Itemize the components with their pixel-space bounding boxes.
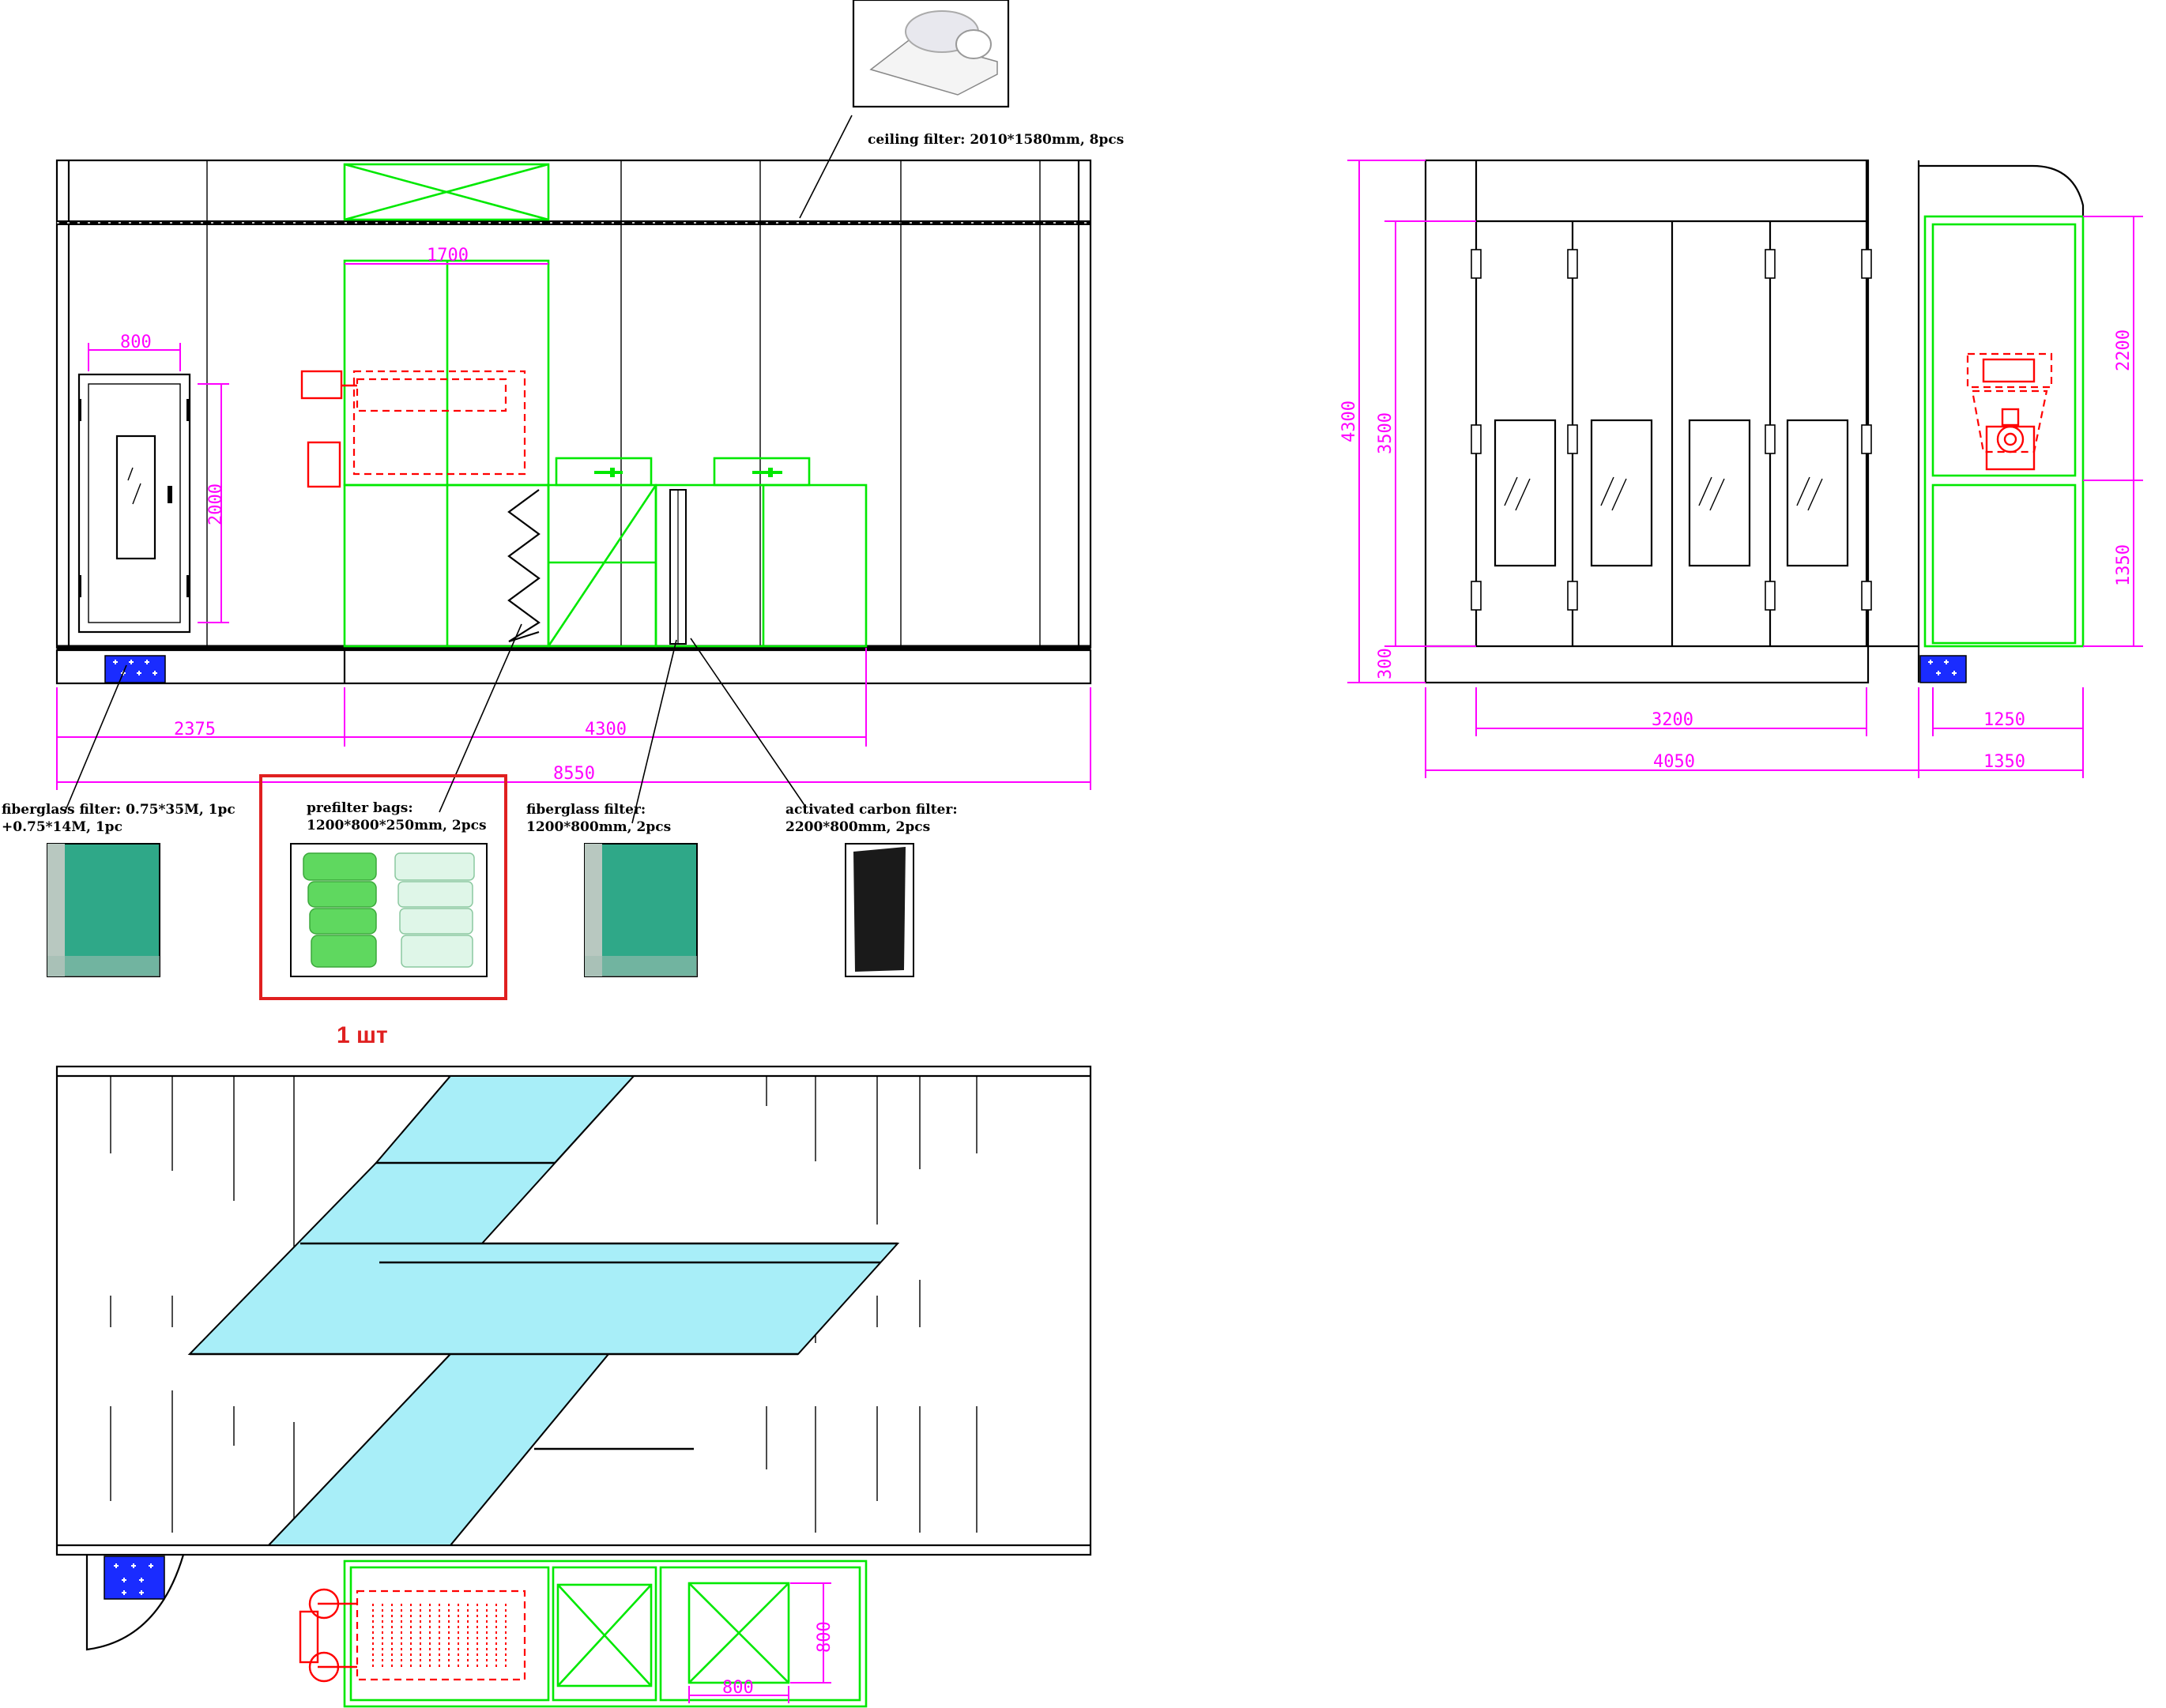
carbon-filter-callout: activated carbon filter: 2200*800mm, 2pc…: [785, 802, 958, 977]
dim-8550: 8550: [553, 764, 595, 784]
dim-1250: 1250: [1983, 710, 2025, 730]
door-windows: [1494, 419, 1849, 567]
dim-800: 800: [120, 333, 152, 352]
side-elevation: 1700 800 2000 2375 4300 8550: [55, 115, 1092, 824]
dim-3200: 3200: [1652, 710, 1693, 730]
dim-plan-800v: 800: [815, 1621, 834, 1653]
fiberglass-filter-label-2b: 1200*800mm, 2pcs: [526, 819, 671, 835]
prefilter-label-b: 1200*800*250mm, 2pcs: [307, 818, 487, 833]
prefilter-label: prefilter bags:: [307, 800, 413, 816]
front-burner: [1966, 352, 2053, 471]
dim-4050: 4050: [1653, 752, 1695, 772]
dim-plan-800h: 800: [722, 1678, 754, 1698]
air-makeup-unit: [343, 163, 868, 648]
dim-1700: 1700: [427, 246, 469, 265]
dim-2000: 2000: [206, 483, 226, 525]
floor-grating: [187, 1075, 900, 1546]
dim-v2200: 2200: [2114, 329, 2134, 371]
ceiling-filter-label: ceiling filter: 2010*1580mm, 8pcs: [868, 132, 1124, 148]
fiberglass-filter-label-1: fiberglass filter: 0.75*35M, 1pc: [2, 802, 235, 818]
front-elevation: 4300 3500 300 3200 4050 1250 1350: [1339, 159, 2143, 778]
dim-v300: 300: [1376, 648, 1396, 679]
fiberglass-filter-callout-1: fiberglass filter: 0.75*35M, 1pc +0.75*1…: [2, 802, 235, 977]
plan-view: 800 800: [55, 1065, 1092, 1708]
personnel-door: [77, 373, 191, 634]
quantity-label: 1 шт: [337, 1022, 388, 1048]
dim-2375: 2375: [174, 720, 216, 739]
fiberglass-filter-callout-2: fiberglass filter: 1200*800mm, 2pcs: [526, 802, 698, 977]
carbon-filter-label-b: 2200*800mm, 2pcs: [785, 819, 930, 835]
plan-burner: [299, 1588, 526, 1683]
prefilter-bags-callout: prefilter bags: 1200*800*250mm, 2pcs 1 ш…: [259, 774, 507, 1048]
dim-4300: 4300: [585, 720, 627, 739]
dim-v1350: 1350: [2114, 544, 2134, 586]
wall-panels: [206, 160, 1041, 648]
ceiling-filter-callout: ceiling filter: 2010*1580mm, 8pcs: [852, 0, 1124, 148]
plan-panel-ticks: [110, 1076, 978, 1533]
door-hinges: [1471, 249, 1872, 611]
burner: [300, 370, 526, 488]
fiberglass-filter-label-2: fiberglass filter:: [526, 802, 646, 818]
dim-1350: 1350: [1983, 752, 2025, 772]
side-dimensions: 1700 800 2000 2375 4300 8550: [56, 246, 1091, 790]
dim-v3500: 3500: [1376, 412, 1396, 454]
dim-v4300: 4300: [1339, 401, 1359, 442]
fiberglass-filter-label-1b: +0.75*14M, 1pc: [2, 819, 122, 835]
plan-air-unit: 800 800: [343, 1559, 868, 1708]
front-dimensions: 4300 3500 300 3200 4050 1250 1350: [1339, 160, 2143, 778]
carbon-filter-label: activated carbon filter:: [785, 802, 958, 818]
